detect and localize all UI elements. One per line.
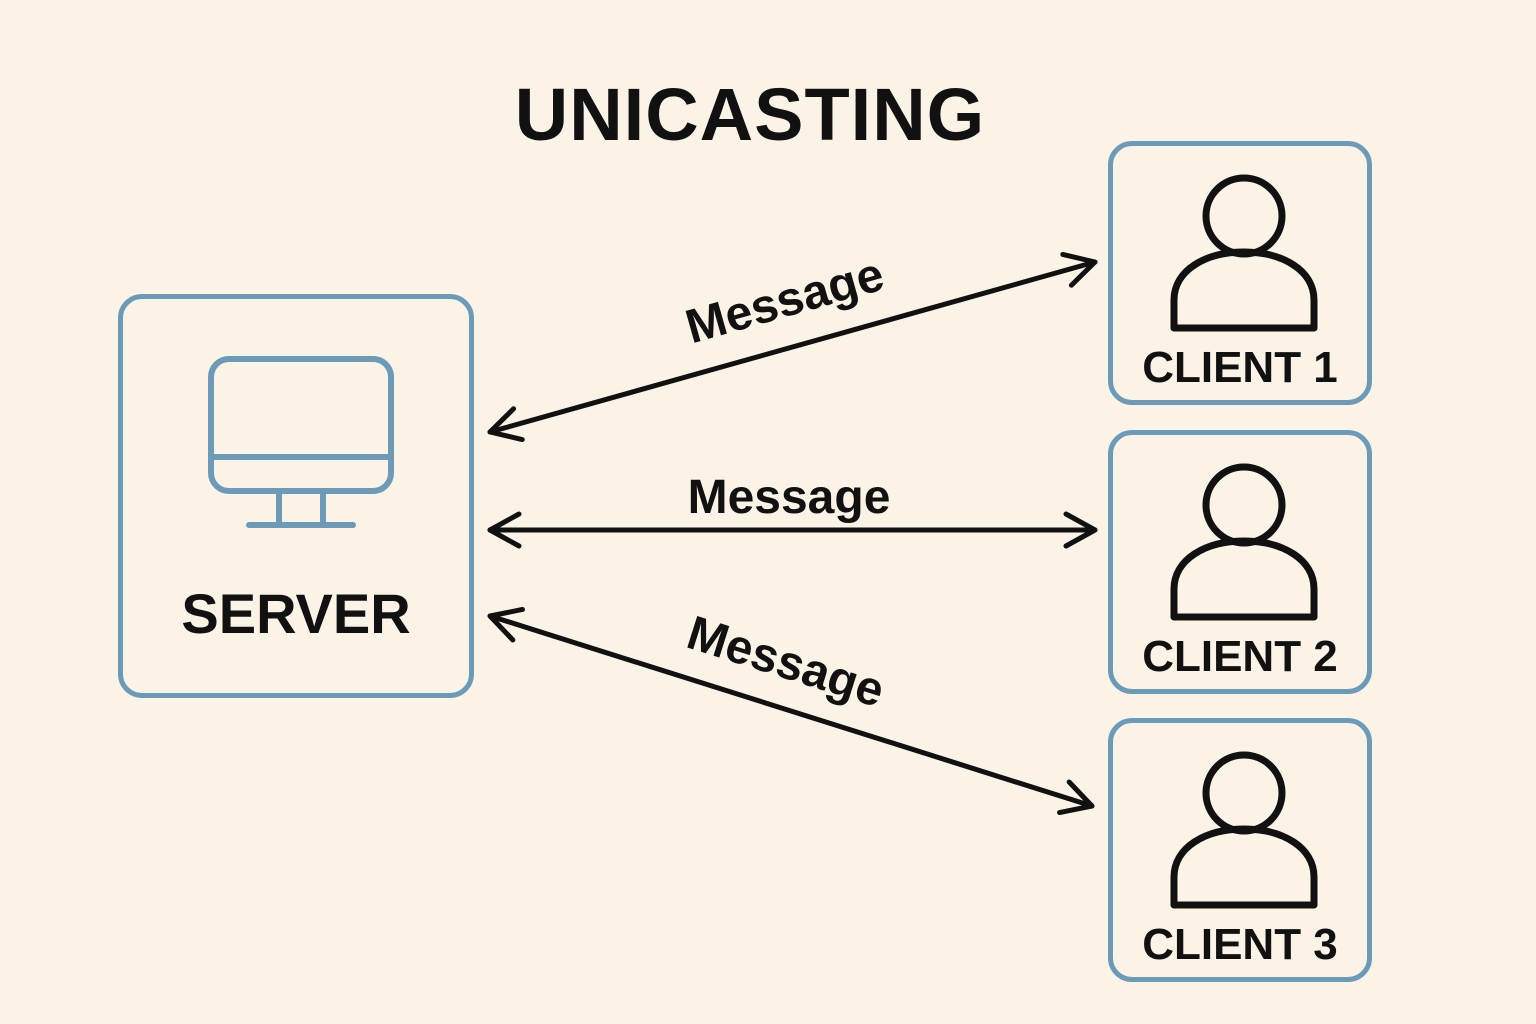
client-label-1: CLIENT 1	[1142, 343, 1338, 392]
arrow-server-client-1	[487, 251, 1098, 443]
monitor-icon	[208, 356, 394, 528]
connection-label-1: Message	[680, 248, 890, 354]
server-label: SERVER	[181, 582, 411, 645]
client-label-2: CLIENT 2	[1142, 632, 1338, 681]
server-node: SERVER	[118, 294, 474, 698]
user-icon	[1170, 751, 1318, 909]
user-icon	[1170, 174, 1318, 332]
diagram-title: UNICASTING	[514, 73, 986, 156]
client-label-3: CLIENT 3	[1142, 920, 1338, 969]
user-icon	[1170, 463, 1318, 621]
connection-label-3: Message	[681, 606, 890, 718]
client-node-2: CLIENT 2	[1108, 430, 1372, 694]
client-node-3: CLIENT 3	[1108, 718, 1372, 982]
connection-label-2: Message	[688, 471, 891, 524]
client-node-1: CLIENT 1	[1108, 141, 1372, 405]
arrow-server-client-3	[487, 606, 1095, 816]
